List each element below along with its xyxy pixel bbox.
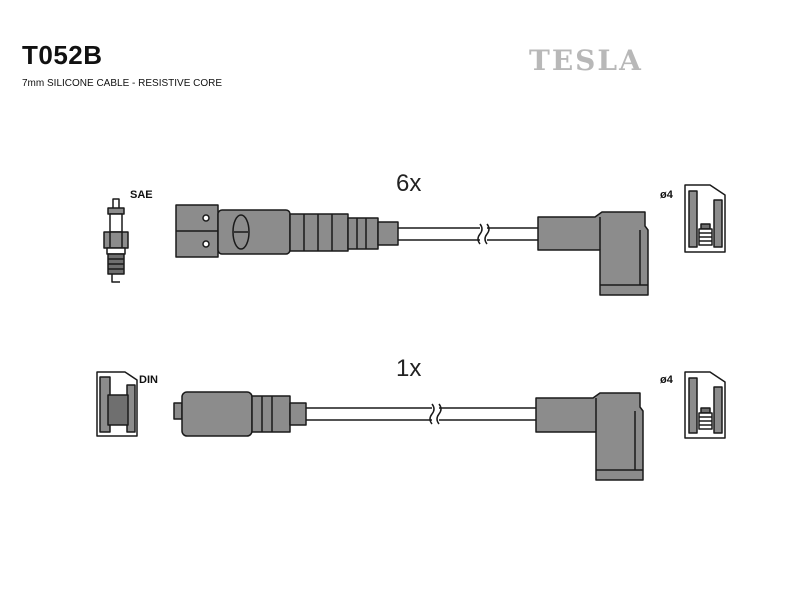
- lead-2-end-label: ø4: [660, 374, 673, 386]
- lead-2-start-label: DIN: [139, 374, 158, 386]
- angled-plug-boot-1: [537, 211, 649, 296]
- lead-2-quantity: 1x: [396, 355, 422, 382]
- brand-logo: TESLA: [529, 44, 643, 77]
- cable-1: [398, 223, 538, 245]
- lead-1-start-label: SAE: [130, 189, 153, 201]
- din-terminal-icon: [96, 371, 138, 437]
- cable-2: [306, 403, 536, 425]
- din-connector-boot: [173, 391, 307, 437]
- cable-description: 7mm SILICONE CABLE - RESISTIVE CORE: [22, 78, 223, 89]
- lead-1-quantity: 6x: [396, 170, 422, 197]
- spark-plug-sae-icon: [103, 198, 129, 283]
- terminal-4mm-icon: [684, 371, 726, 439]
- angled-plug-boot-2: [535, 392, 644, 481]
- sae-connector-boot: [175, 204, 399, 258]
- lead-1-end-label: ø4: [660, 189, 673, 201]
- part-code: T052B: [22, 40, 103, 70]
- terminal-4mm-icon: [684, 184, 726, 253]
